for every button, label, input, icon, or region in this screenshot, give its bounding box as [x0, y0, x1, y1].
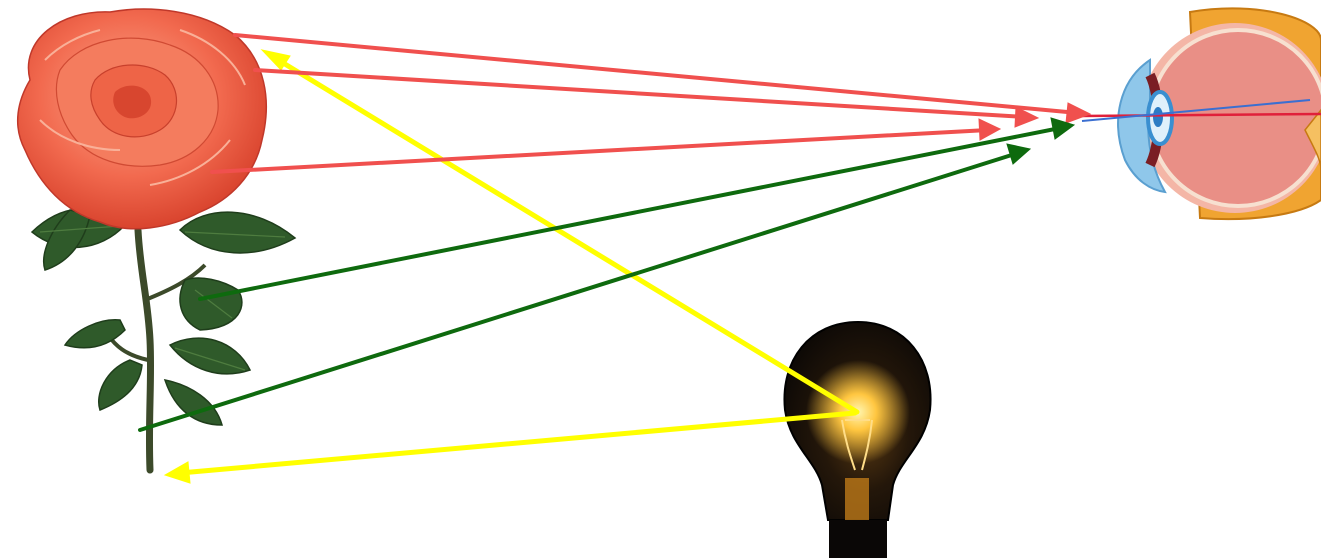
reflected-ray-red [235, 35, 1078, 113]
eye-pupil [1153, 107, 1163, 127]
bulb-neck-glow [845, 478, 869, 520]
reflected-ray-red [255, 70, 1025, 117]
rose [18, 9, 295, 470]
arrowhead [979, 119, 1000, 140]
light-bulb [784, 322, 930, 558]
leaf [99, 360, 142, 410]
reflected-red-rays [212, 35, 1090, 172]
rays [140, 35, 1090, 483]
bulb-base [829, 520, 887, 558]
rose-stem [138, 230, 151, 470]
eye [1080, 8, 1321, 219]
rose-flower [18, 9, 267, 229]
leaf [170, 338, 250, 374]
eye-choroid [1150, 30, 1321, 206]
reflected-green-rays [140, 118, 1074, 430]
arrowhead [1007, 144, 1030, 164]
incident-rays [165, 50, 857, 483]
incident-ray-to-stem [180, 413, 855, 473]
leaf [180, 278, 242, 330]
arrowhead [165, 462, 190, 483]
